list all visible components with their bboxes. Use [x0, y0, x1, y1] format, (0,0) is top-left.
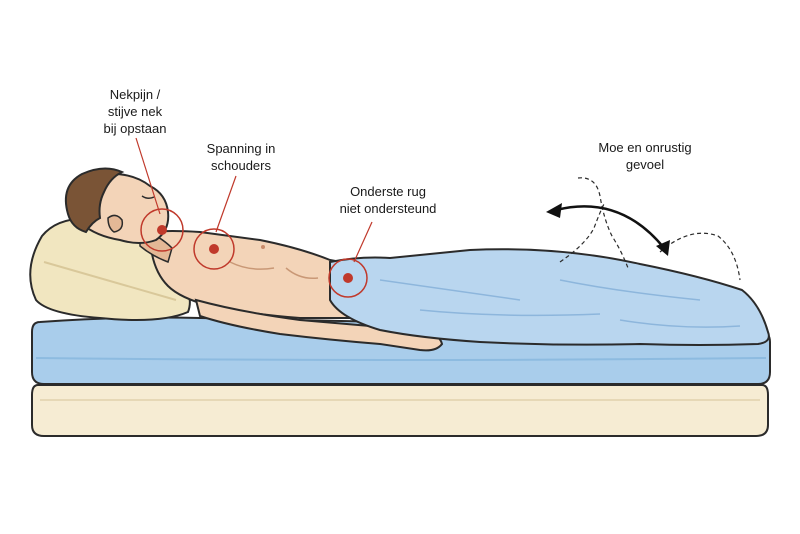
- back-callout-line: [353, 221, 373, 263]
- blanket: [329, 248, 770, 346]
- pain-marker-lower-back: [328, 258, 368, 298]
- annotation-lower-back: Onderste rug niet ondersteund: [339, 184, 437, 216]
- annotation-restless: Moe en onrustig gevoel: [598, 140, 692, 172]
- pain-marker-neck: [140, 208, 184, 252]
- bed-base: [31, 384, 769, 437]
- motion-arrow: [555, 205, 665, 249]
- annotation-shoulders: Spanning in schouders: [206, 141, 276, 173]
- shoulders-callout-line: [215, 175, 237, 233]
- annotation-neck: Nekpijn / stijve nek bij opstaan: [103, 87, 167, 136]
- neck-callout-line: [135, 137, 161, 215]
- arrowhead-right-icon: [656, 240, 670, 256]
- person: [64, 167, 444, 352]
- restless-motion: [546, 177, 741, 281]
- arrowhead-left-icon: [546, 203, 562, 218]
- pain-marker-shoulders: [193, 228, 235, 270]
- callout-lines: [135, 137, 373, 263]
